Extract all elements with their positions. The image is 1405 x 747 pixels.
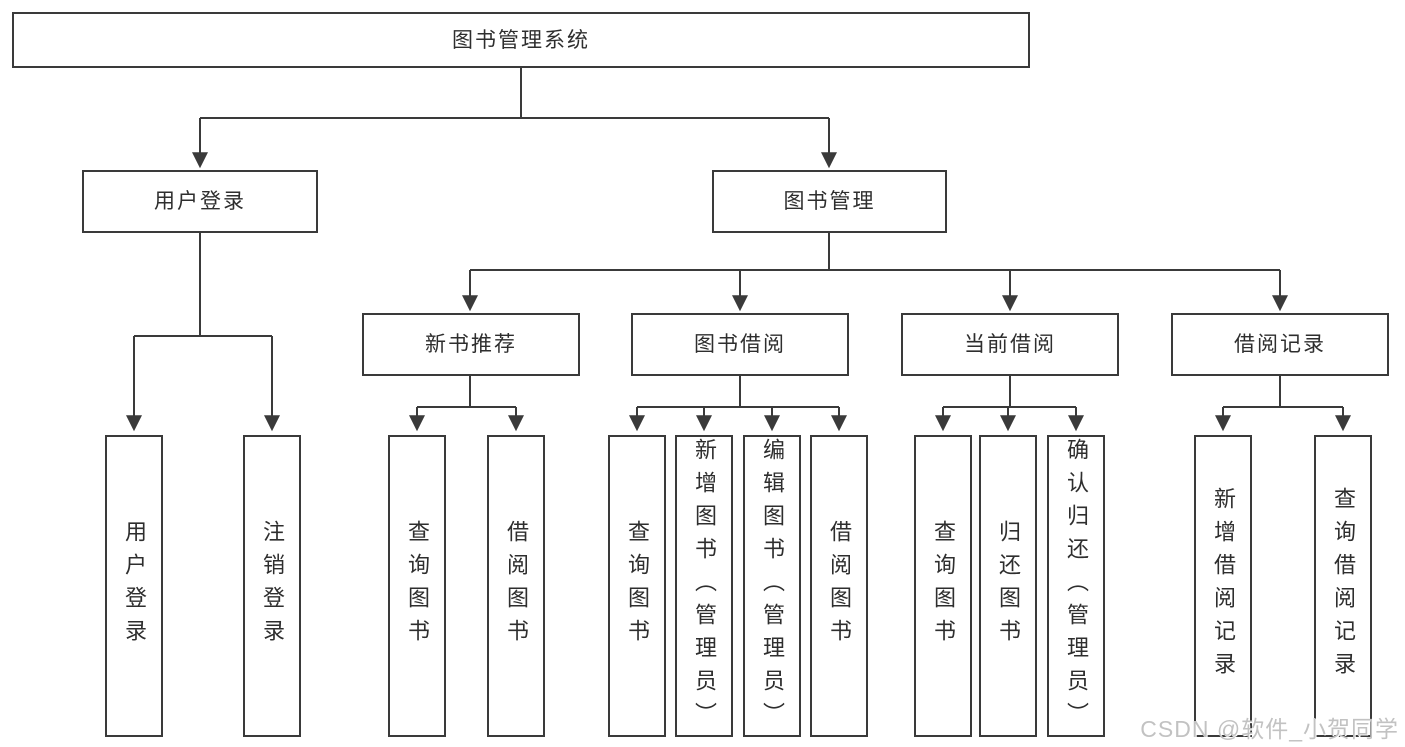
- leaf-add-book-admin-label: 新增图书（管理员）: [692, 437, 717, 735]
- leaf-add-borrow-record-label: 新增借阅记录: [1211, 487, 1236, 685]
- leaf-query-books-recommend: 查询图书: [388, 435, 446, 737]
- node-library-system: 图书管理系统: [12, 12, 1030, 68]
- leaf-confirm-return-admin: 确认归还（管理员）: [1047, 435, 1105, 737]
- node-library-system-label: 图书管理系统: [452, 28, 590, 52]
- leaf-add-borrow-record: 新增借阅记录: [1194, 435, 1252, 737]
- csdn-watermark: CSDN @软件_小贺同学: [1140, 716, 1399, 742]
- leaf-user-login: 用户登录: [105, 435, 163, 737]
- leaf-query-books-current: 查询图书: [914, 435, 972, 737]
- leaf-borrow-books-recommend: 借阅图书: [487, 435, 545, 737]
- node-user-login-label: 用户登录: [154, 190, 246, 213]
- node-book-borrow: 图书借阅: [631, 313, 849, 376]
- node-book-management-label: 图书管理: [783, 190, 876, 213]
- leaf-user-login-label: 用户登录: [122, 520, 147, 652]
- node-new-book-recommend: 新书推荐: [362, 313, 580, 376]
- node-borrow-records-label: 借阅记录: [1234, 333, 1326, 356]
- leaf-add-book-admin: 新增图书（管理员）: [675, 435, 733, 737]
- node-book-management: 图书管理: [712, 170, 947, 233]
- leaf-edit-book-admin: 编辑图书（管理员）: [743, 435, 801, 737]
- leaf-logout-label: 注销登录: [260, 520, 285, 652]
- leaf-query-borrow-record-label: 查询借阅记录: [1331, 487, 1356, 685]
- node-current-borrow-label: 当前借阅: [964, 333, 1056, 356]
- node-borrow-records: 借阅记录: [1171, 313, 1389, 376]
- leaf-edit-book-admin-label: 编辑图书（管理员）: [760, 437, 785, 735]
- leaf-query-borrow-record: 查询借阅记录: [1314, 435, 1372, 737]
- leaf-return-books-label: 归还图书: [996, 520, 1021, 652]
- leaf-logout: 注销登录: [243, 435, 301, 737]
- node-user-login: 用户登录: [82, 170, 318, 233]
- node-current-borrow: 当前借阅: [901, 313, 1119, 376]
- leaf-query-books-borrow: 查询图书: [608, 435, 666, 737]
- leaf-query-books-borrow-label: 查询图书: [625, 520, 650, 652]
- leaf-return-books: 归还图书: [979, 435, 1037, 737]
- leaf-borrow-books-recommend-label: 借阅图书: [504, 520, 529, 652]
- node-book-borrow-label: 图书借阅: [694, 333, 786, 356]
- node-new-book-recommend-label: 新书推荐: [425, 333, 517, 356]
- leaf-borrow-books: 借阅图书: [810, 435, 868, 737]
- leaf-borrow-books-label: 借阅图书: [827, 520, 852, 652]
- leaf-confirm-return-admin-label: 确认归还（管理员）: [1064, 437, 1089, 735]
- leaf-query-books-recommend-label: 查询图书: [405, 520, 430, 652]
- leaf-query-books-current-label: 查询图书: [931, 520, 956, 652]
